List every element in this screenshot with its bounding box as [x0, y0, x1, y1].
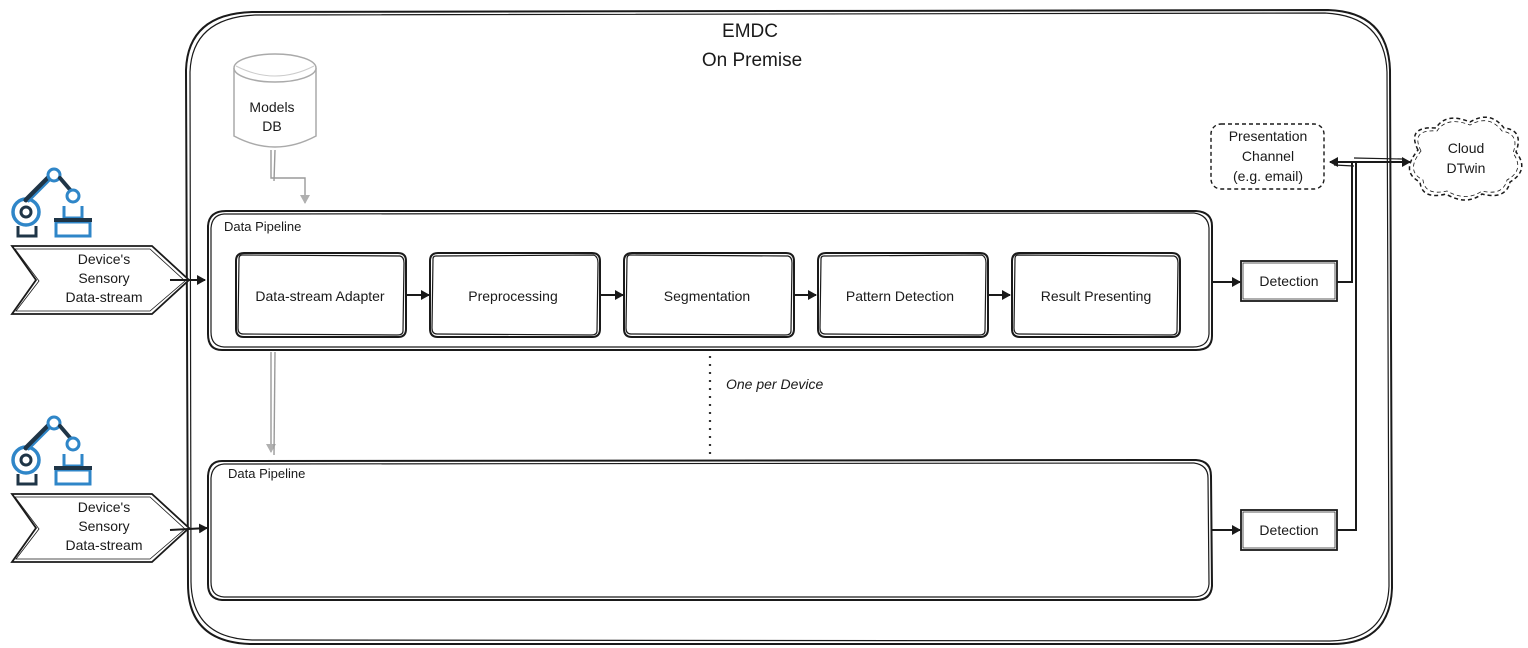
- stage-data-stream-adapter: Data-stream Adapter: [235, 252, 407, 338]
- models-db: Models DB: [233, 53, 317, 148]
- input-1-line-3: Data-stream: [65, 289, 142, 305]
- output-connectors: [1329, 157, 1411, 531]
- device-2: Device's Sensory Data-stream: [10, 415, 208, 563]
- input-2-line-3: Data-stream: [65, 537, 142, 553]
- sensory-data-stream-input-1: Device's Sensory Data-stream: [10, 245, 191, 315]
- detection-label-2: Detection: [1259, 522, 1318, 538]
- container-title: EMDC: [722, 21, 778, 42]
- pipeline-1-label: Data Pipeline: [224, 219, 301, 234]
- pipeline-2-label: Data Pipeline: [228, 466, 305, 481]
- robot-arm-icon: [11, 415, 92, 486]
- stage-result-presenting: Result Presenting: [1011, 252, 1181, 338]
- stage-label: Data-stream Adapter: [255, 288, 385, 304]
- one-per-device-annotation: One per Device: [708, 356, 823, 460]
- input-1-line-2: Sensory: [78, 270, 129, 286]
- stage-preprocessing: Preprocessing: [429, 252, 601, 338]
- data-pipeline-2: Data Pipeline: [207, 459, 1213, 601]
- device-1: Device's Sensory Data-stream: [10, 167, 206, 315]
- one-per-device-label: One per Device: [726, 376, 823, 392]
- detection-box-2: Detection: [1240, 509, 1338, 551]
- presentation-channel: Presentation Channel (e.g. email): [1210, 123, 1325, 190]
- detection-label-1: Detection: [1259, 273, 1318, 289]
- presentation-line-2: Channel: [1242, 148, 1294, 164]
- stage-label: Segmentation: [664, 288, 750, 304]
- stage-label: Preprocessing: [468, 288, 558, 304]
- input-2-line-1: Device's: [78, 499, 130, 515]
- stage-label: Result Presenting: [1041, 288, 1152, 304]
- cloud-line-1: Cloud: [1448, 140, 1485, 156]
- cloud-dtwin: Cloud DTwin: [1408, 116, 1523, 201]
- presentation-line-3: (e.g. email): [1233, 168, 1303, 184]
- stage-pattern-detection: Pattern Detection: [817, 252, 989, 338]
- input-2-line-2: Sensory: [78, 518, 129, 534]
- input-1-line-1: Device's: [78, 251, 130, 267]
- emdc-container: EMDC On Premise: [185, 9, 1393, 645]
- cloud-line-2: DTwin: [1447, 160, 1486, 176]
- db-connectors: [266, 149, 310, 456]
- robot-arm-icon: [11, 167, 92, 238]
- presentation-line-1: Presentation: [1229, 128, 1308, 144]
- container-subtitle: On Premise: [702, 50, 802, 71]
- models-db-label-2: DB: [262, 118, 281, 134]
- detection-box-1: Detection: [1240, 260, 1338, 302]
- models-db-label-1: Models: [249, 99, 294, 115]
- data-pipeline-1: Data Pipeline Data-stream Adapter Prepro…: [207, 210, 1213, 351]
- sensory-data-stream-input-2: Device's Sensory Data-stream: [10, 493, 191, 563]
- stage-label: Pattern Detection: [846, 288, 954, 304]
- stage-segmentation: Segmentation: [623, 252, 795, 338]
